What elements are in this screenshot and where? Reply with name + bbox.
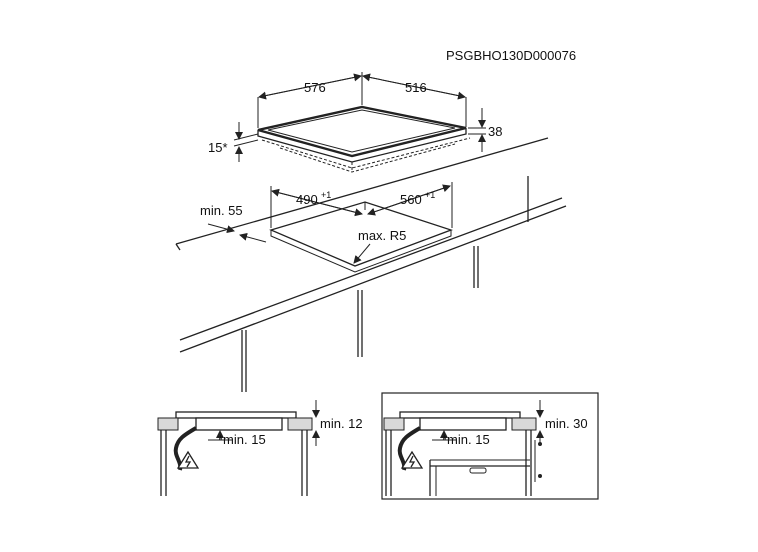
corner-radius-label: max. R5 (358, 228, 406, 243)
right-under-clearance-label: *min. 15 (442, 432, 490, 447)
worktop-cutout (269, 201, 453, 273)
section-left: *min. 15 min. 12 (157, 400, 363, 496)
frame-height-dimension: 15* (208, 122, 259, 162)
cutout-depth-tolerance: +1 (321, 190, 331, 200)
hob-top-view (257, 105, 471, 173)
hob-depth-dimension: 516 (362, 73, 467, 127)
edge-distance-label: min. 55 (200, 203, 243, 218)
cutout-width-dimension: 560 +1 (367, 182, 453, 228)
left-under-clearance-label: *min. 15 (218, 432, 266, 447)
hob-width-dimension: 576 (257, 72, 363, 128)
corner-radius-callout: max. R5 (353, 228, 406, 264)
section-right: *min. 15 min. 30 (381, 392, 599, 500)
product-code: PSGBHO130D000076 (446, 48, 576, 63)
hob-thickness-dimension: 38 (468, 108, 502, 152)
hob-depth-label: 516 (405, 80, 427, 95)
cutout-width-label: 560 (400, 192, 422, 207)
left-top-clearance-label: min. 12 (320, 416, 363, 431)
frame-height-label: 15* (208, 140, 228, 155)
hob-width-label: 576 (304, 80, 326, 95)
hob-thickness-label: 38 (488, 124, 502, 139)
worktop (175, 137, 567, 392)
cutout-depth-label: 490 (296, 192, 318, 207)
cutout-width-tolerance: +1 (425, 190, 435, 200)
right-top-clearance-label: min. 30 (545, 416, 588, 431)
edge-distance-dimension: min. 55 (200, 203, 267, 243)
warning-electric-icon (400, 450, 424, 469)
warning-electric-icon (176, 450, 200, 469)
cutout-depth-dimension: 490 +1 (270, 186, 363, 228)
